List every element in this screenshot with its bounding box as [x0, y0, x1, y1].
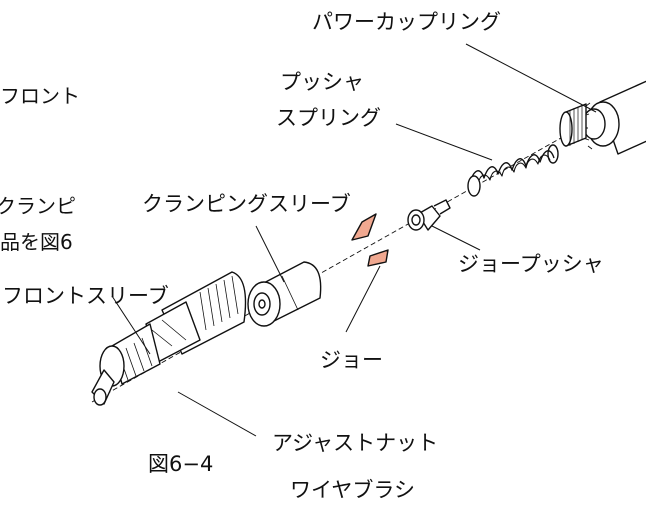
leader-pusher-spring [395, 123, 493, 161]
leader-clamping-sleeve [255, 225, 285, 283]
figure-number: 図6−4 [148, 452, 214, 476]
jaw-pusher-part [407, 199, 451, 231]
label-adjust-nut: アジャストナット [272, 431, 439, 455]
lower-jaw [367, 249, 389, 267]
label-wire-brush: ワイヤブラシ [290, 478, 415, 502]
leader-adjust-nut [177, 391, 257, 437]
upper-jaw [351, 213, 377, 241]
power-coupling-part [559, 80, 646, 155]
pusher-spring-part [467, 144, 559, 197]
label-front-sleeve: フロントスリーブ [2, 284, 169, 308]
label-clamping-sleeve: クランピングスリーブ [142, 192, 351, 216]
leader-front-sleeve [111, 295, 151, 355]
cut-text-line1: フロント [0, 84, 80, 108]
leader-jaw [345, 265, 381, 333]
leader-jaw-pusher [431, 225, 481, 251]
jaw-parts [351, 213, 389, 267]
cut-text-line2: クランピ [0, 194, 76, 218]
front-sleeve-assembly [91, 271, 247, 406]
label-pusher-spring-line2: スプリング [276, 106, 381, 130]
label-jaw-pusher: ジョープッシャ [458, 252, 604, 276]
label-power-coupling: パワーカップリング [312, 10, 501, 34]
cut-text-line3: 品を図6 [0, 230, 73, 254]
assembly-axis [91, 115, 601, 403]
leader-power-coupling [465, 43, 597, 113]
clamping-sleeve-part [247, 261, 322, 327]
label-jaw: ジョー [320, 348, 383, 372]
label-pusher-spring-line1: プッシャ [280, 70, 364, 94]
